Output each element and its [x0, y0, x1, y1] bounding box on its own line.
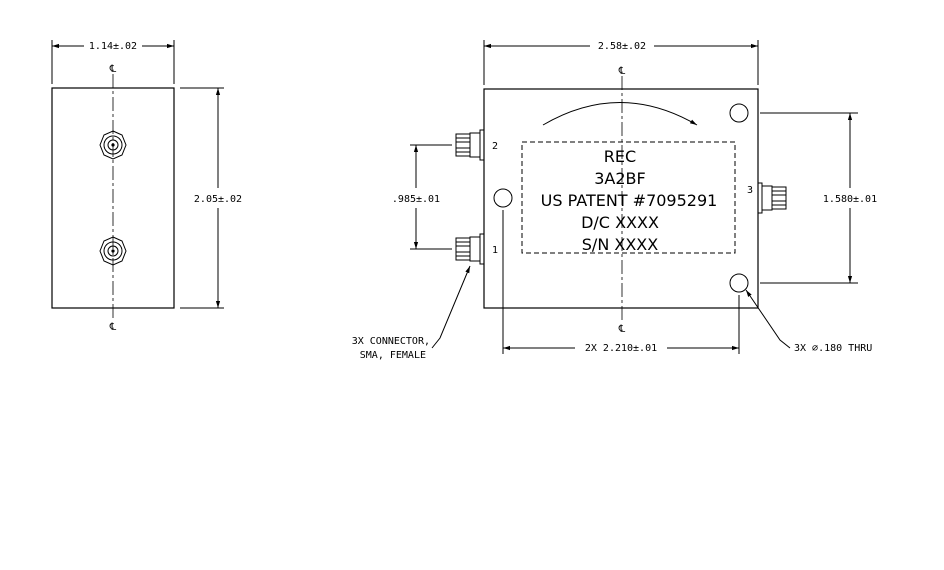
- hole-callout: 3X ⌀.180 THRU: [745, 289, 872, 354]
- connector-callout-line2: SMA, FEMALE: [360, 350, 426, 361]
- label-area: [521, 141, 736, 254]
- mounting-hole-bottom-right: [729, 273, 749, 293]
- connector-port-1-icon: [455, 233, 485, 265]
- port-label-3: 3: [747, 185, 753, 196]
- front-centerline-top-symbol: ℄: [618, 66, 626, 77]
- front-view: ℄ ℄ 2.58±.02 REC 3A2BF US PATENT #709529…: [392, 40, 877, 354]
- label-line-serial: S/N XXXX: [582, 235, 658, 254]
- hole-horizontal-spacing-dim: 2X 2.210±.01: [585, 343, 657, 354]
- label-line-rec: REC: [604, 147, 636, 166]
- label-line-patent: US PATENT #7095291: [541, 191, 718, 210]
- connector-port-3-icon: [757, 182, 787, 214]
- side-connector-bottom-icon: [99, 236, 127, 266]
- port-label-2: 2: [492, 141, 498, 152]
- side-centerline-top-symbol: ℄: [109, 64, 117, 75]
- side-view: 1.14±.02 ℄ ℄ 2.05±.02: [51, 40, 242, 333]
- side-width-dim: 1.14±.02: [89, 41, 137, 52]
- label-line-date-code: D/C XXXX: [581, 213, 659, 232]
- rotation-arc-icon: [542, 102, 698, 126]
- port-label-1: 1: [492, 245, 498, 256]
- side-height-dim: 2.05±.02: [194, 194, 242, 205]
- connector-leader-line: [431, 265, 471, 349]
- side-centerline-bottom-symbol: ℄: [109, 322, 117, 333]
- hole-vertical-spacing-dim: 1.580±.01: [823, 194, 877, 205]
- connector-callout: 3X CONNECTOR, SMA, FEMALE: [352, 265, 471, 361]
- label-line-model: 3A2BF: [594, 169, 645, 188]
- mounting-hole-left: [493, 188, 513, 208]
- port-spacing-dim: .985±.01: [392, 194, 440, 205]
- connector-port-2-icon: [455, 129, 485, 161]
- mounting-hole-top-right: [729, 103, 749, 123]
- hole-callout-text: 3X ⌀.180 THRU: [794, 343, 872, 354]
- hole-leader-line: [745, 289, 791, 349]
- front-width-dim: 2.58±.02: [598, 41, 646, 52]
- front-centerline-bottom-symbol: ℄: [618, 324, 626, 335]
- connector-callout-line1: 3X CONNECTOR,: [352, 336, 430, 347]
- side-connector-top-icon: [99, 130, 127, 160]
